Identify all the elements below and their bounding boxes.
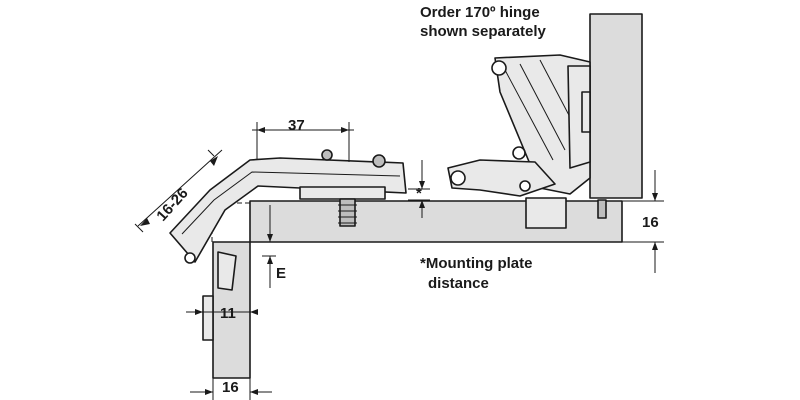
open-pivot-top xyxy=(491,60,507,76)
open-wall-bracket xyxy=(581,91,591,133)
adjust-screw-top xyxy=(321,149,333,161)
dim-16-26-line xyxy=(134,149,223,233)
open-plate-clip xyxy=(597,199,607,219)
open-hinge-body xyxy=(494,54,591,195)
hinge-arm xyxy=(169,157,407,263)
hinge-cup xyxy=(217,251,237,291)
dim-11-label: 11 xyxy=(220,305,236,322)
adjust-screw-front xyxy=(372,154,386,168)
dim-37-line xyxy=(252,122,354,162)
closed-hinge xyxy=(169,149,407,341)
dim-plate-arrows xyxy=(419,181,425,208)
dim-plate-marker: * xyxy=(416,185,422,202)
dim-37-label: 37 xyxy=(288,117,305,134)
open-pivot-left xyxy=(450,170,466,186)
screw-threads xyxy=(338,204,357,224)
dim-plate-line xyxy=(408,160,430,218)
open-pivot-bottom xyxy=(519,180,531,192)
plate-screw xyxy=(339,198,356,227)
order-note-line1: Order 170º hinge xyxy=(420,4,540,21)
order-note-line2: shown separately xyxy=(420,23,547,40)
hinge-arm-inner xyxy=(181,171,401,235)
dim-e-arrows xyxy=(267,234,273,264)
dim-16-right-line xyxy=(622,170,664,273)
dim-16-right-label: 16 xyxy=(642,214,659,231)
dim-16-bottom-line xyxy=(190,378,272,400)
cabinet-wall xyxy=(589,13,643,199)
open-hinge-plate xyxy=(525,197,567,229)
hinge-pivot xyxy=(184,252,196,264)
mounting-note-line2: distance xyxy=(428,275,489,292)
open-pivot-mid xyxy=(512,146,526,160)
dim-16-bottom-label: 16 xyxy=(222,379,239,396)
open-hinge-170 xyxy=(447,54,607,229)
mounting-note-line1: *Mounting plate xyxy=(420,255,533,272)
mounting-plate xyxy=(299,186,386,200)
dim-e-label: E xyxy=(276,265,286,282)
cup-base xyxy=(202,295,214,341)
